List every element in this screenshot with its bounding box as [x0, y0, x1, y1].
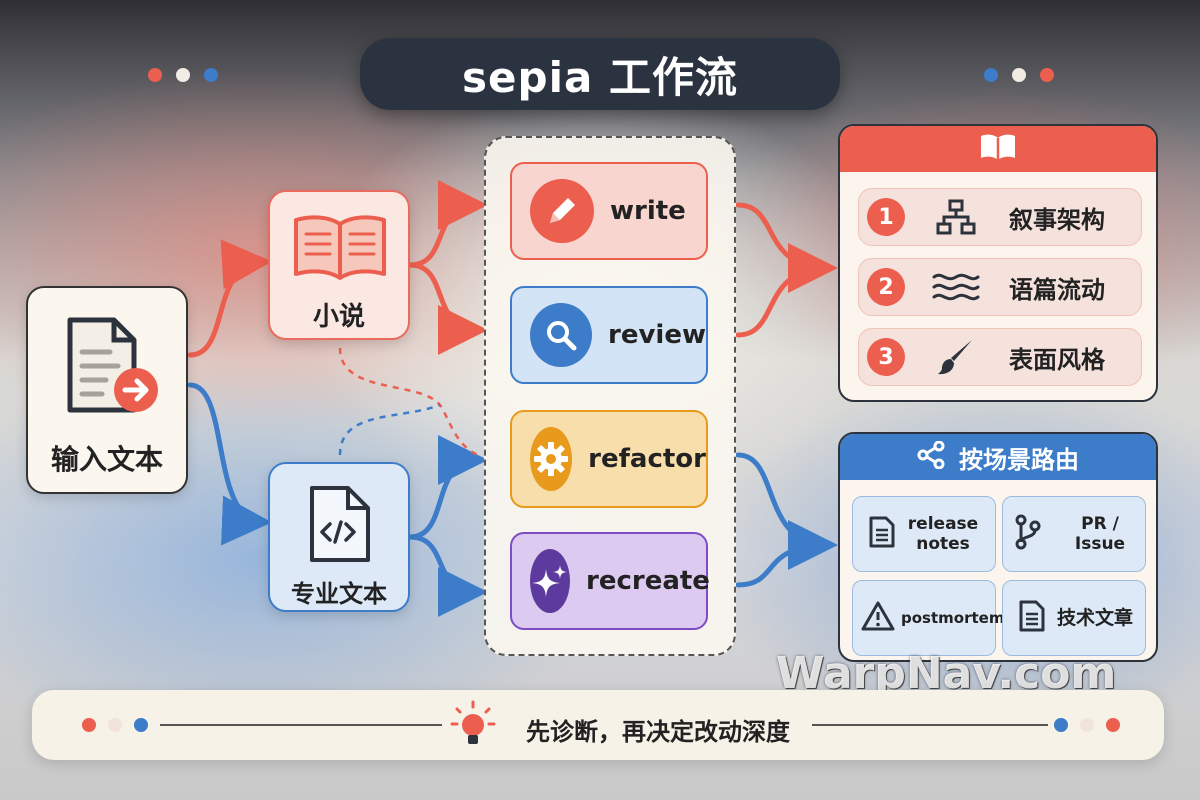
divider-line [812, 724, 1048, 726]
route-item-label: postmortem [901, 609, 1005, 627]
novel-cross-dashed-line [338, 347, 479, 457]
professional-source-card[interactable]: 专业文本 [268, 462, 410, 612]
sparkle-icon [530, 549, 570, 613]
route-item-label: release notes [907, 514, 979, 554]
route-item-release-notes[interactable]: release notes [852, 496, 996, 572]
novel-levels-panel: 1 叙事架构 2 语篇流动 3 表面风格 [838, 124, 1158, 402]
pro-to-refactor-arrow [407, 435, 488, 540]
review-to-panel-line [735, 265, 831, 338]
route-item-pr-issue[interactable]: PR / Issue [1002, 496, 1146, 572]
decor-dot [984, 68, 998, 82]
document-arrow-icon [62, 316, 162, 420]
route-item-postmortem[interactable]: postmortem [852, 580, 1004, 656]
level-label: 语篇流动 [1009, 275, 1105, 304]
review-label: review [608, 320, 706, 350]
decor-dot [134, 718, 148, 732]
write-mode-button[interactable]: write [510, 162, 708, 260]
pro-to-recreate-arrow [407, 534, 488, 617]
level-number: 1 [867, 198, 905, 236]
input-to-pro-arrow [187, 382, 272, 546]
lightbulb-icon [448, 700, 498, 754]
route-item-label: 技术文章 [1057, 607, 1134, 629]
novel-to-write-arrow [407, 180, 488, 268]
level-item-3[interactable]: 3 表面风格 [858, 328, 1142, 386]
waves-icon [931, 270, 981, 304]
route-panel: 按场景路由 release notes PR / Issue postmorte… [838, 432, 1158, 662]
refactor-to-route-arrow [735, 452, 838, 570]
page-title: sepia 工作流 [462, 52, 738, 102]
panel-header: 按场景路由 [840, 434, 1156, 480]
novel-label: 小说 [312, 302, 365, 332]
gear-icon [530, 427, 573, 491]
decor-dot [1012, 68, 1026, 82]
decor-dot [1054, 718, 1068, 732]
decor-dot [108, 718, 122, 732]
recreate-label: recreate [586, 566, 710, 596]
review-mode-button[interactable]: review [510, 286, 708, 384]
footer-tip: 先诊断，再决定改动深度 [526, 718, 790, 746]
book-icon [292, 214, 388, 284]
document-icon [869, 516, 895, 552]
level-number: 3 [867, 338, 905, 376]
decor-dot [1080, 718, 1094, 732]
input-to-novel-arrow [187, 239, 272, 358]
panel-header [840, 126, 1156, 172]
route-panel-title: 按场景路由 [959, 445, 1079, 474]
title-bar: sepia 工作流 [360, 38, 840, 110]
pencil-icon [530, 179, 594, 243]
decor-dot [148, 68, 162, 82]
pro-cross-dashed-line [338, 403, 441, 456]
document-icon [1019, 600, 1045, 636]
level-number: 2 [867, 268, 905, 306]
brush-icon [931, 337, 981, 377]
decor-dot [1106, 718, 1120, 732]
decor-dot [1040, 68, 1054, 82]
decor-dot [204, 68, 218, 82]
level-item-2[interactable]: 2 语篇流动 [858, 258, 1142, 316]
input-label: 输入文本 [50, 443, 163, 476]
level-label: 叙事架构 [1009, 205, 1105, 234]
input-text-card[interactable]: 输入文本 [26, 286, 188, 494]
warning-icon [861, 601, 895, 635]
route-item-tech-article[interactable]: 技术文章 [1002, 580, 1146, 656]
hierarchy-icon [931, 199, 981, 235]
level-item-1[interactable]: 1 叙事架构 [858, 188, 1142, 246]
magnifier-icon [530, 303, 593, 367]
refactor-mode-button[interactable]: refactor [510, 410, 708, 508]
recreate-to-route-line [735, 542, 831, 588]
book-icon [979, 133, 1017, 165]
decor-dot [176, 68, 190, 82]
route-item-label: PR / Issue [1074, 514, 1126, 554]
decor-dot [82, 718, 96, 732]
professional-label: 专业文本 [291, 580, 387, 608]
branch-icon [1015, 514, 1041, 554]
divider-line [160, 724, 442, 726]
recreate-mode-button[interactable]: recreate [510, 532, 710, 630]
code-file-icon [306, 484, 376, 568]
footer-banner: 先诊断，再决定改动深度 [32, 690, 1164, 760]
novel-to-review-arrow [407, 262, 488, 355]
novel-source-card[interactable]: 小说 [268, 190, 410, 340]
write-to-panel-arrow [735, 202, 838, 293]
level-label: 表面风格 [1009, 345, 1105, 374]
refactor-label: refactor [588, 444, 706, 474]
share-icon [917, 440, 945, 473]
write-label: write [610, 196, 686, 226]
